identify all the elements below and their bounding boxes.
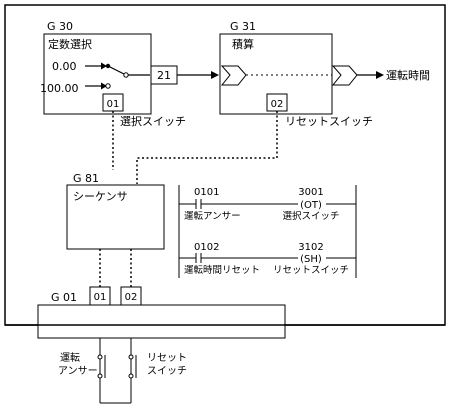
g01-block: [37, 304, 286, 339]
g30-input-b-arrow: [101, 82, 107, 90]
g01-port2: 02: [125, 292, 138, 303]
field-right-label-1: リセット: [147, 352, 187, 364]
g31-title: 積算: [232, 37, 254, 51]
g81-title: シーケンサ: [73, 190, 128, 203]
rung2-contact-label: 運転時間リセット: [184, 265, 260, 276]
rung2-coil: (SH): [300, 254, 322, 265]
field-right-terminal-top: [128, 354, 134, 360]
g31-switch-label: リセットスイッチ: [285, 115, 373, 128]
field-right-label-2: スイッチ: [147, 365, 187, 377]
rung1-contact-no: 0101: [194, 187, 219, 198]
g30-switch-contact-b: [105, 83, 111, 89]
field-left-terminal-bottom: [97, 373, 103, 379]
g30-block: [43, 33, 152, 115]
g30-switch-label: 選択スイッチ: [120, 114, 186, 128]
rung2-contact-no: 0102: [194, 242, 219, 253]
rung2-coil-no: 3102: [298, 242, 323, 253]
field-right-terminal-bottom: [128, 373, 134, 379]
g31-output-arrow: [376, 71, 384, 79]
g30-input-a: 0.00: [52, 60, 77, 73]
g30-switch-code: 01: [107, 99, 120, 110]
g31-switch-code: 02: [271, 99, 284, 110]
g30-to-g31-arrow: [211, 71, 219, 79]
g01-port2-box: [120, 286, 142, 306]
g30-id: G 30: [47, 20, 73, 33]
g30-switch-pivot: [123, 72, 129, 78]
field-left-label-2: アンサー: [58, 365, 98, 377]
g81-id: G 81: [73, 172, 99, 185]
rung1-coil: (OT): [300, 200, 322, 211]
rung1-coil-label: 選択スイッチ: [282, 210, 339, 222]
g30-input-b: 100.00: [40, 82, 79, 95]
g31-integrator-out-shape: [331, 65, 358, 86]
rung1-coil-no: 3001: [298, 187, 323, 198]
g30-input-a-arrow: [101, 62, 107, 70]
g30-title: 定数選択: [48, 37, 92, 51]
field-left-label-1: 運転: [60, 352, 80, 364]
rung1-contact-label: 運転アンサー: [184, 211, 241, 222]
rung2-coil-label: リセットスイッチ: [273, 265, 349, 276]
g30-switch-blade: [107, 65, 125, 75]
g31-integrator-in-shape: [220, 65, 247, 86]
g81-block: [66, 184, 165, 250]
g01-port1-box: [89, 286, 111, 306]
link-g31-switch-to-g81: [136, 111, 278, 184]
g31-output-label: 運転時間: [386, 69, 430, 82]
g01-port1: 01: [94, 292, 107, 303]
g30-output-code: 21: [157, 69, 171, 82]
g31-id: G 31: [230, 20, 256, 33]
field-left-terminal-top: [97, 354, 103, 360]
g01-id: G 01: [51, 291, 77, 304]
